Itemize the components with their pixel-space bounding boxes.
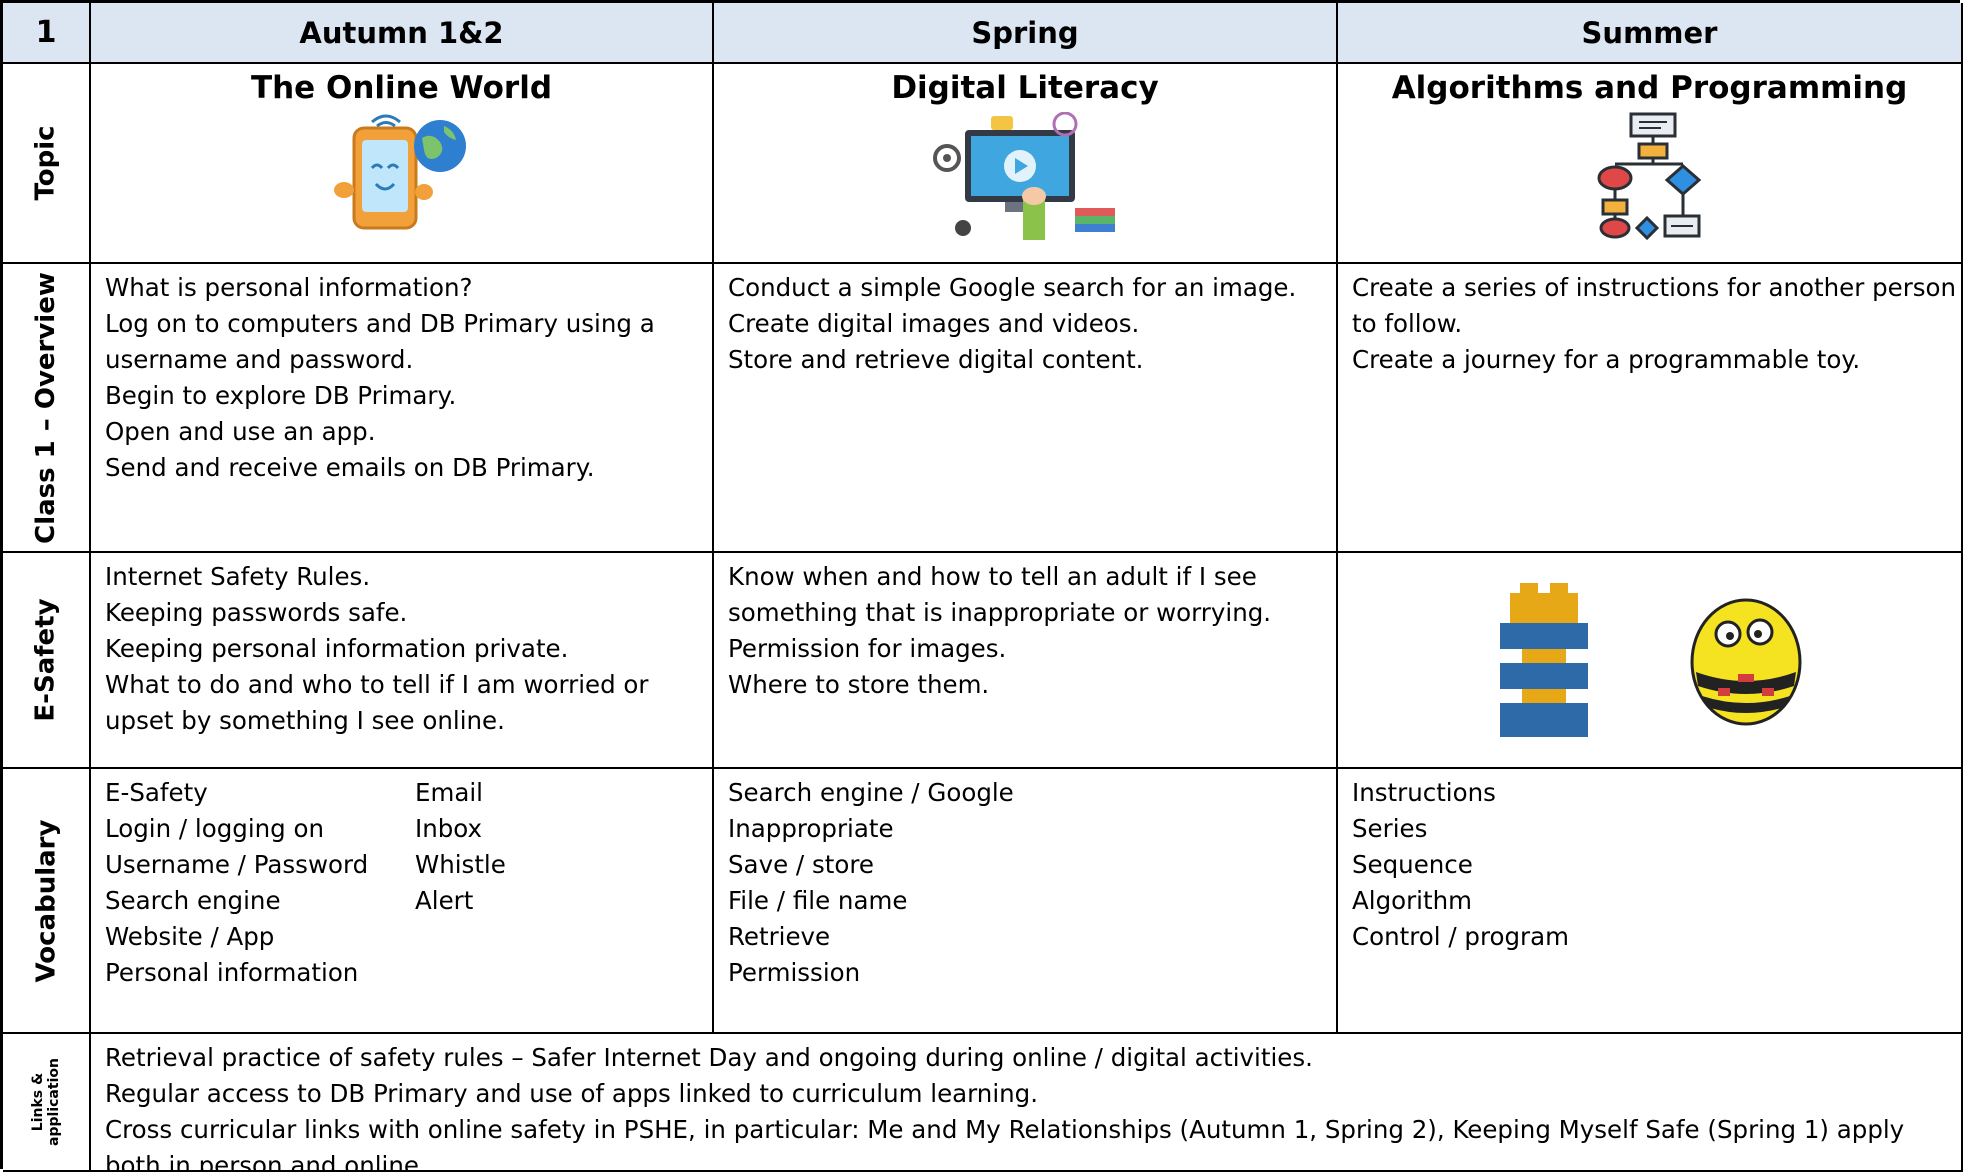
list-item: Search engine / Google xyxy=(728,778,1014,807)
list-item: Store and retrieve digital content. xyxy=(728,345,1144,374)
list-item: Keeping personal information private. xyxy=(105,634,569,663)
list-item: Permission for images. xyxy=(728,634,1007,663)
overview-summer: Create a series of instructions for anot… xyxy=(1338,264,1963,553)
list-item: Retrieval practice of safety rules – Saf… xyxy=(105,1043,1313,1072)
list-item: Series xyxy=(1352,814,1428,843)
list-item: Email xyxy=(415,778,483,807)
list-item: to follow. xyxy=(1352,309,1463,338)
topic-title-autumn: The Online World xyxy=(250,70,553,106)
list-item: E-Safety xyxy=(105,778,208,807)
list-item: username and password. xyxy=(105,345,414,374)
list-item: Alert xyxy=(415,886,474,915)
list-item: upset by something I see online. xyxy=(105,706,505,735)
list-item: Inappropriate xyxy=(728,814,894,843)
column-header-spring: Spring xyxy=(714,3,1338,64)
row-label-overview: Class 1 – Overview xyxy=(3,264,91,553)
list-item: Instructions xyxy=(1352,778,1496,807)
tablet-globe-icon xyxy=(333,114,466,230)
list-item: Permission xyxy=(728,958,861,987)
list-item: Personal information xyxy=(105,958,359,987)
list-item: Create a journey for a programmable toy. xyxy=(1352,345,1861,374)
building-blocks-icon xyxy=(1499,583,1588,737)
digital-media-computer-icon xyxy=(933,112,1115,240)
class-number-header: 1 xyxy=(3,3,91,64)
topic-cell-autumn: The Online World xyxy=(91,64,714,264)
list-item: What is personal information? xyxy=(105,273,473,302)
list-item: Cross curricular links with online safet… xyxy=(105,1115,1905,1172)
topic-cell-spring: Digital Literacy xyxy=(714,64,1338,264)
list-item: Whistle xyxy=(415,850,506,879)
list-item: Login / logging on xyxy=(105,814,325,843)
esafety-autumn: Internet Safety Rules. Keeping passwords… xyxy=(91,553,714,769)
overview-spring: Conduct a simple Google search for an im… xyxy=(714,264,1338,553)
topic-cell-summer: Algorithms and Programming xyxy=(1338,64,1963,264)
list-item: Begin to explore DB Primary. xyxy=(105,381,457,410)
list-item: Retrieve xyxy=(728,922,831,951)
vocabulary-spring: Search engine / Google Inappropriate Sav… xyxy=(714,769,1338,1034)
list-item: Internet Safety Rules. xyxy=(105,562,371,591)
list-item: Sequence xyxy=(1352,850,1473,879)
list-item: Log on to computers and DB Primary using… xyxy=(105,309,655,338)
list-item: File / file name xyxy=(728,886,908,915)
row-label-links: Links & application xyxy=(3,1034,91,1172)
list-item: What to do and who to tell if I am worri… xyxy=(105,670,649,699)
list-item: Website / App xyxy=(105,922,275,951)
row-label-esafety: E-Safety xyxy=(3,553,91,769)
list-item: Conduct a simple Google search for an im… xyxy=(728,273,1297,302)
list-item: Create digital images and videos. xyxy=(728,309,1140,338)
list-item: something that is inappropriate or worry… xyxy=(728,598,1272,627)
esafety-spring: Know when and how to tell an adult if I … xyxy=(714,553,1338,769)
list-item: Regular access to DB Primary and use of … xyxy=(105,1079,1039,1108)
list-item: Where to store them. xyxy=(728,670,990,699)
list-item: Save / store xyxy=(728,850,874,879)
list-item: Open and use an app. xyxy=(105,417,376,446)
topic-title-summer: Algorithms and Programming xyxy=(1391,70,1908,106)
list-item: Inbox xyxy=(415,814,483,843)
list-item: Create a series of instructions for anot… xyxy=(1352,273,1957,302)
list-item: Keeping passwords safe. xyxy=(105,598,408,627)
topic-title-spring: Digital Literacy xyxy=(891,70,1159,106)
row-label-vocabulary: Vocabulary xyxy=(3,769,91,1034)
column-header-autumn: Autumn 1&2 xyxy=(91,3,714,64)
vocabulary-autumn: E-Safety Login / logging on Username / P… xyxy=(91,769,714,1034)
vocab-right: Email Inbox Whistle Alert xyxy=(415,775,700,1032)
vocabulary-summer: Instructions Series Sequence Algorithm C… xyxy=(1338,769,1963,1034)
list-item: Send and receive emails on DB Primary. xyxy=(105,453,595,482)
list-item: Search engine xyxy=(105,886,281,915)
overview-autumn: What is personal information? Log on to … xyxy=(91,264,714,553)
vocab-left: E-Safety Login / logging on Username / P… xyxy=(105,775,415,1032)
list-item: Username / Password xyxy=(105,850,369,879)
column-header-summer: Summer xyxy=(1338,3,1963,64)
links-application: Retrieval practice of safety rules – Saf… xyxy=(91,1034,1963,1172)
list-item: Control / program xyxy=(1352,922,1569,951)
esafety-summer xyxy=(1338,553,1963,769)
list-item: Algorithm xyxy=(1352,886,1472,915)
bee-bot-icon xyxy=(1690,598,1801,726)
list-item: Know when and how to tell an adult if I … xyxy=(728,562,1257,591)
row-label-topic: Topic xyxy=(3,64,91,264)
flowchart-icon xyxy=(1597,112,1701,240)
